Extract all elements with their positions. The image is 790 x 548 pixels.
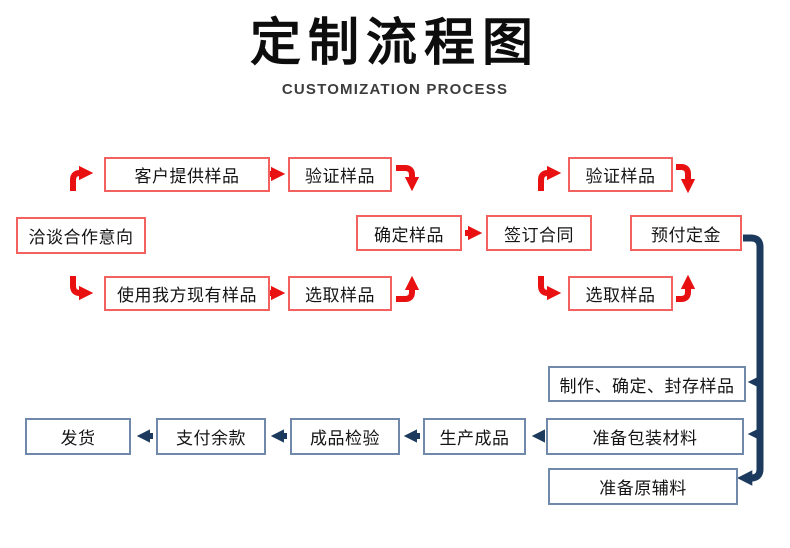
page-title: 定制流程图	[249, 14, 540, 71]
arrow-verify-sample-2-to-pay-deposit	[676, 164, 696, 194]
flow-node-make-seal-sample: 制作、确定、封存样品	[548, 366, 746, 402]
diagram-header: 定制流程图 CUSTOMIZATION PROCESS	[0, 0, 790, 98]
arrow-verify-sample-1-to-confirm-sample	[396, 165, 420, 192]
flow-node-select-sample-1: 选取样品	[288, 276, 392, 311]
flow-node-negotiate: 洽谈合作意向	[16, 217, 146, 254]
flow-node-prepare-materials: 准备原辅料	[548, 468, 738, 505]
arrow-select-sample-2-to-pay-deposit	[676, 274, 696, 302]
arrow-sign-contract-to-select-sample-2	[538, 276, 562, 301]
flow-node-prepare-packaging: 准备包装材料	[546, 418, 744, 455]
arrow-select-sample-1-to-confirm-sample	[396, 275, 420, 302]
flow-node-ship: 发货	[25, 418, 131, 455]
flow-node-inspect-finished: 成品检验	[290, 418, 400, 455]
flow-node-customer-sample: 客户提供样品	[104, 157, 270, 192]
flow-node-pay-deposit: 预付定金	[630, 215, 742, 251]
flow-node-confirm-sample: 确定样品	[356, 215, 462, 251]
flow-node-verify-sample-2: 验证样品	[568, 157, 673, 192]
flow-node-pay-balance: 支付余款	[156, 418, 266, 455]
flow-node-sign-contract: 签订合同	[486, 215, 592, 251]
flow-node-produce-finished: 生产成品	[423, 418, 526, 455]
arrow-pay-deposit-to-prepare-materials	[736, 234, 764, 486]
arrow-sign-contract-to-verify-sample-2	[538, 165, 562, 191]
flow-node-verify-sample-1: 验证样品	[288, 157, 392, 192]
arrow-negotiate-to-use-our-sample	[70, 276, 94, 301]
flow-node-select-sample-2: 选取样品	[568, 276, 673, 311]
arrow-negotiate-to-customer-sample	[70, 165, 94, 191]
flow-node-use-our-sample: 使用我方现有样品	[104, 276, 270, 311]
page-subtitle: CUSTOMIZATION PROCESS	[281, 81, 509, 98]
